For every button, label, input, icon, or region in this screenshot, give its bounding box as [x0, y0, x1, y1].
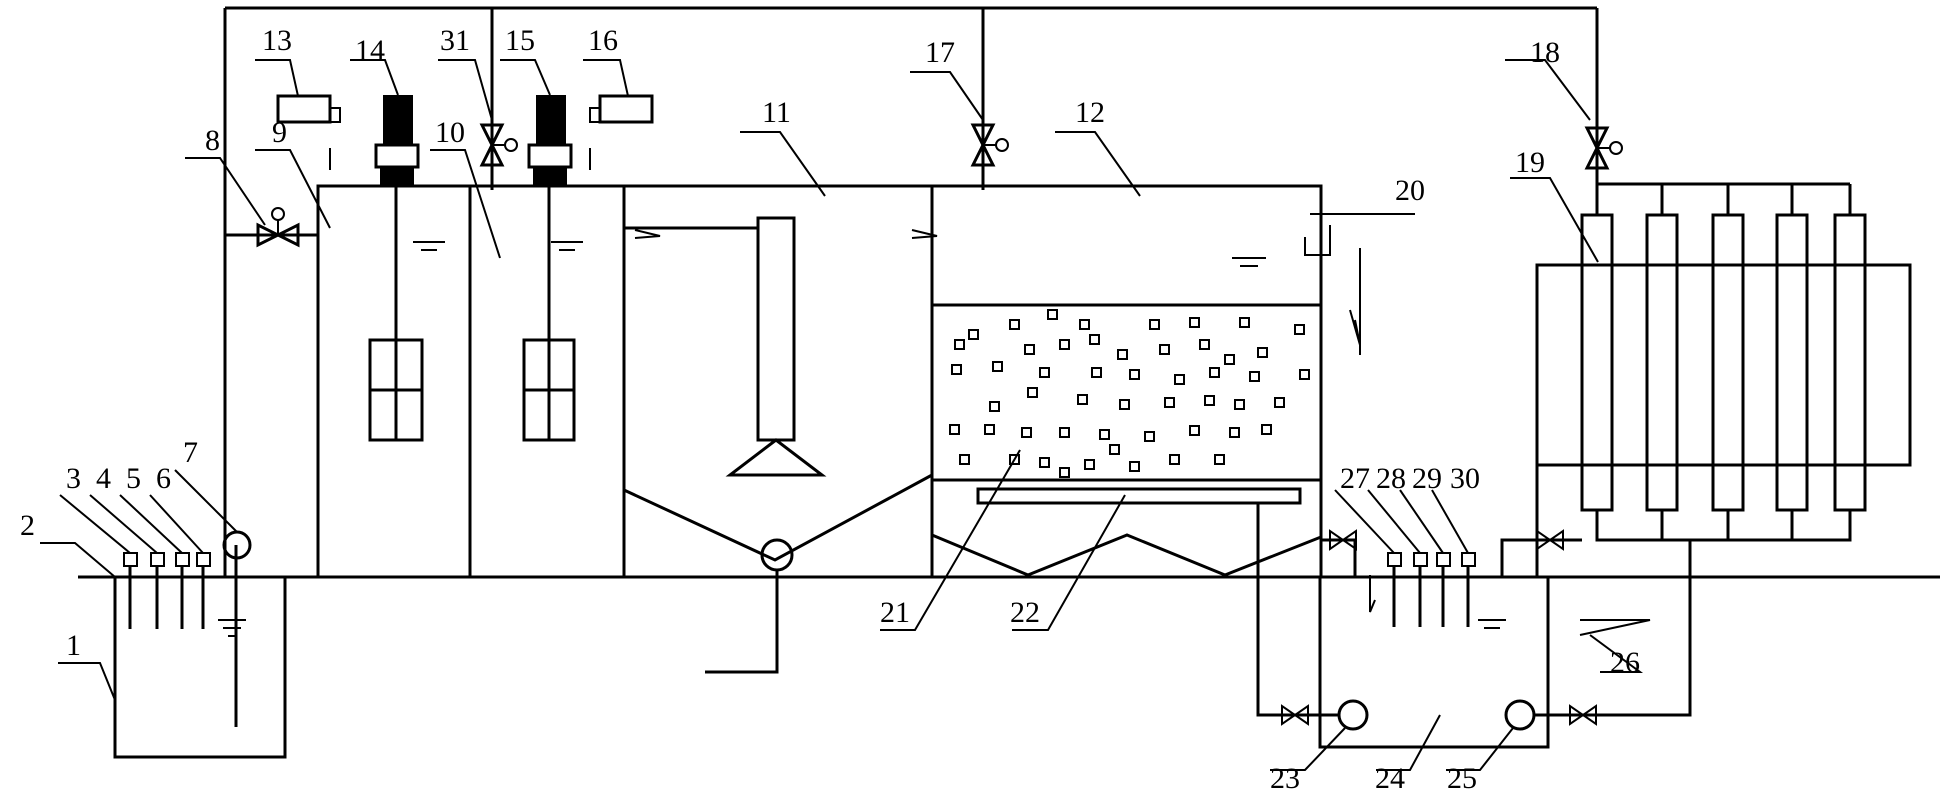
- label-9: 9: [272, 116, 287, 149]
- label-17: 17: [925, 36, 955, 69]
- label-4: 4: [96, 462, 111, 495]
- label-6: 6: [156, 462, 171, 495]
- label-31: 31: [440, 24, 470, 57]
- valve-31: [479, 123, 518, 167]
- valve-18: [1584, 126, 1623, 170]
- dosing-tank-16: [589, 94, 654, 170]
- label-21: 21: [880, 596, 910, 629]
- label-18: 18: [1530, 36, 1560, 69]
- biofilter-12: [931, 225, 1361, 577]
- top-pipe: [223, 6, 1599, 577]
- label-13: 13: [262, 24, 292, 57]
- label-26: 26: [1610, 646, 1640, 679]
- label-25: 25: [1447, 762, 1477, 795]
- dosing-tank-13: [276, 94, 341, 170]
- label-28: 28: [1376, 462, 1406, 495]
- label-22: 22: [1010, 596, 1040, 629]
- reactor-block: [316, 184, 1323, 579]
- label-14: 14: [355, 34, 385, 67]
- label-30: 30: [1450, 462, 1480, 495]
- label-3: 3: [66, 462, 81, 495]
- label-11: 11: [762, 96, 791, 129]
- label-15: 15: [505, 24, 535, 57]
- packing-media: [949, 309, 1310, 478]
- label-16: 16: [588, 24, 618, 57]
- label-1: 1: [66, 629, 81, 662]
- label-12: 12: [1075, 96, 1105, 129]
- mixer-14: [368, 95, 424, 442]
- leader-lines: [40, 59, 1644, 771]
- label-24: 24: [1375, 762, 1405, 795]
- membrane-modules-19: [1535, 182, 1912, 577]
- label-20: 20: [1395, 174, 1425, 207]
- label-10: 10: [435, 116, 465, 149]
- valve-17: [970, 123, 1009, 167]
- lower-piping: [1256, 503, 1692, 726]
- sensor-probes-left: [123, 552, 211, 629]
- tank-24: [1318, 552, 1651, 749]
- mixer-15: [522, 95, 576, 442]
- label-2: 2: [20, 509, 35, 542]
- label-8: 8: [205, 124, 220, 157]
- label-7: 7: [183, 436, 198, 469]
- label-23: 23: [1270, 762, 1300, 795]
- label-29: 29: [1412, 462, 1442, 495]
- label-19: 19: [1515, 146, 1545, 179]
- label-27: 27: [1340, 462, 1370, 495]
- label-5: 5: [126, 462, 141, 495]
- water-levels: [413, 241, 1266, 267]
- settling-tank-11: [623, 216, 938, 674]
- valve-8: [256, 207, 300, 248]
